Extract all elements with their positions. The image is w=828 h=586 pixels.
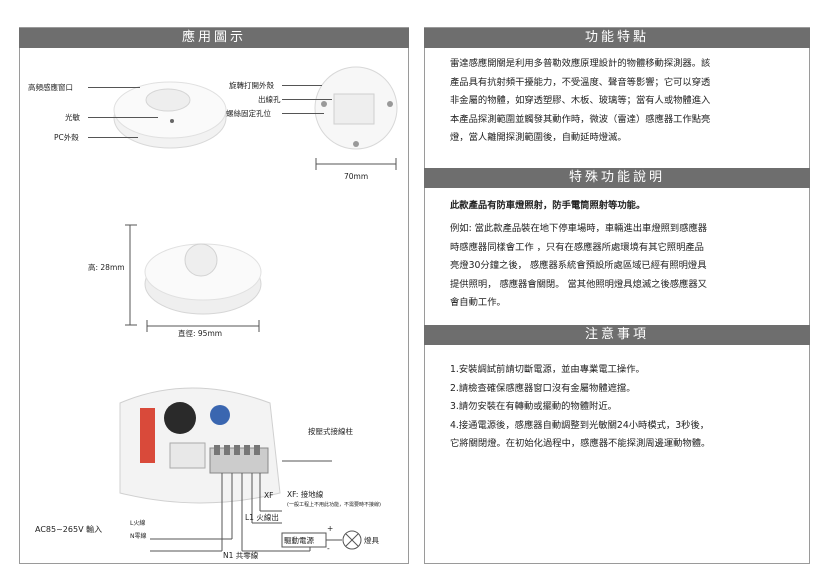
label-pc-shell: PC外殼 (54, 133, 79, 142)
label-minus: - (327, 544, 330, 553)
note-item: 4.接通電源後，感應器自動調整到光敏關24小時模式，3秒後， (450, 419, 710, 431)
leader-line (88, 87, 140, 88)
features-line: 產品具有抗射頻干擾能力，不受溫度、聲音等影響；它可以穿透 (450, 76, 711, 88)
leader-line (282, 85, 322, 86)
label-voltage-input: AC85~265V 輸入 (35, 525, 103, 534)
special-function-heading: 特殊功能說明 (424, 168, 810, 188)
label-sensor-window: 高頻感應窗口 (28, 83, 73, 92)
special-line: 會自動工作。 (450, 297, 506, 309)
label-n1-neutral: N1 共零線 (223, 551, 259, 560)
leader-line (282, 99, 332, 100)
features-line: 本產品探測範圍並觸發其動作時，微波（雷達）感應器工作點亮 (450, 113, 711, 125)
features-heading: 功能特點 (424, 28, 810, 48)
special-line: 例如: 當此款產品裝在地下停車場時，車輛進出車燈照到感應器 (450, 223, 708, 234)
label-driver-power: 驅動電源 (284, 536, 314, 545)
label-lamp: 燈具 (364, 536, 379, 545)
special-function-highlight: 此款產品有防車燈照射，防手電筒照射等功能。 (450, 200, 646, 211)
sensor-front-illustration (113, 81, 227, 149)
label-n-line: N零線 (130, 533, 147, 540)
sensor-dimension-illustration (125, 224, 262, 332)
label-plus: + (327, 524, 334, 533)
description-panel: 功能特點 雷達感應開關是利用多普勒效應原理設計的物體移動探測器。該 產品具有抗射… (424, 27, 810, 564)
label-height: 高: 28mm (88, 263, 125, 272)
notes-heading: 注意事項 (424, 325, 810, 345)
special-line: 亮燈30分鐘之後， 感應器系統會預設所處區域已經有照明燈具 (450, 260, 707, 272)
label-xf-ground: XF: 接地線 (287, 490, 324, 499)
label-xf-tag: XF (264, 491, 274, 500)
leader-line (88, 137, 138, 138)
special-line: 時感應器同樣會工作 ，只有在感應器所處環境有其它照明產品 (450, 241, 704, 253)
features-line: 非金屬的物體，如穿透塑膠、木板、玻璃等；當有人或物體進入 (450, 95, 711, 107)
label-diameter: 直徑: 95mm (178, 329, 223, 338)
label-l1-live-out: L1 火線出 (245, 513, 279, 522)
leader-line (282, 113, 324, 114)
note-item: 1.安裝調試前請切斷電源，並由專業電工操作。 (450, 364, 645, 375)
label-wire-hole: 出線孔 (258, 95, 281, 104)
leader-line (88, 117, 158, 118)
note-item: 它將關閉燈。在初始化過程中，感應器不能探測周邊運動物體。 (450, 438, 711, 450)
special-function-text: 例如: 當此款產品裝在地下停車場時，車輛進出車燈照到感應器 時感應器同樣會工作 … (450, 220, 790, 313)
label-push-terminal: 按壓式接線柱 (308, 427, 353, 436)
note-item: 3.請勿安裝在有轉動或擺動的物體附近。 (450, 401, 617, 413)
label-rotate-open: 旋轉打開外殼 (229, 81, 274, 90)
features-line: 燈，當人離開探測範圍後，自動延時燈滅。 (450, 132, 627, 144)
wiring-illustration (119, 387, 362, 552)
note-item: 2.請檢查確保感應器窗口沒有金屬物體遮擋。 (450, 382, 636, 394)
label-light-sensor: 光敏 (65, 113, 80, 122)
application-diagram-panel: 應用圖示 高頻感應窗口 光敏 PC外殼 旋轉打開外殼 出線孔 螺絲固定孔位 70… (19, 27, 409, 564)
sensor-back-illustration (314, 66, 398, 170)
notes-text: 1.安裝調試前請切斷電源，並由專業電工操作。 2.請檢查確保感應器窗口沒有金屬物… (450, 361, 790, 454)
features-text: 雷達感應開關是利用多普勒效應原理設計的物體移動探測器。該 產品具有抗射頻干擾能力… (450, 55, 790, 148)
special-line: 提供照明， 感應器會關閉。 當其他照明燈具熄滅之後感應器又 (450, 278, 707, 290)
label-l-line: L火線 (130, 520, 146, 527)
features-line: 雷達感應開關是利用多普勒效應原理設計的物體移動探測器。該 (450, 58, 711, 69)
label-screw-hole: 螺絲固定孔位 (226, 109, 271, 118)
application-diagram-heading: 應用圖示 (19, 28, 409, 48)
label-width-70mm: 70mm (344, 172, 369, 181)
label-xf-note: (一般工程上不用此功能，不需要時不接線) (287, 502, 381, 508)
